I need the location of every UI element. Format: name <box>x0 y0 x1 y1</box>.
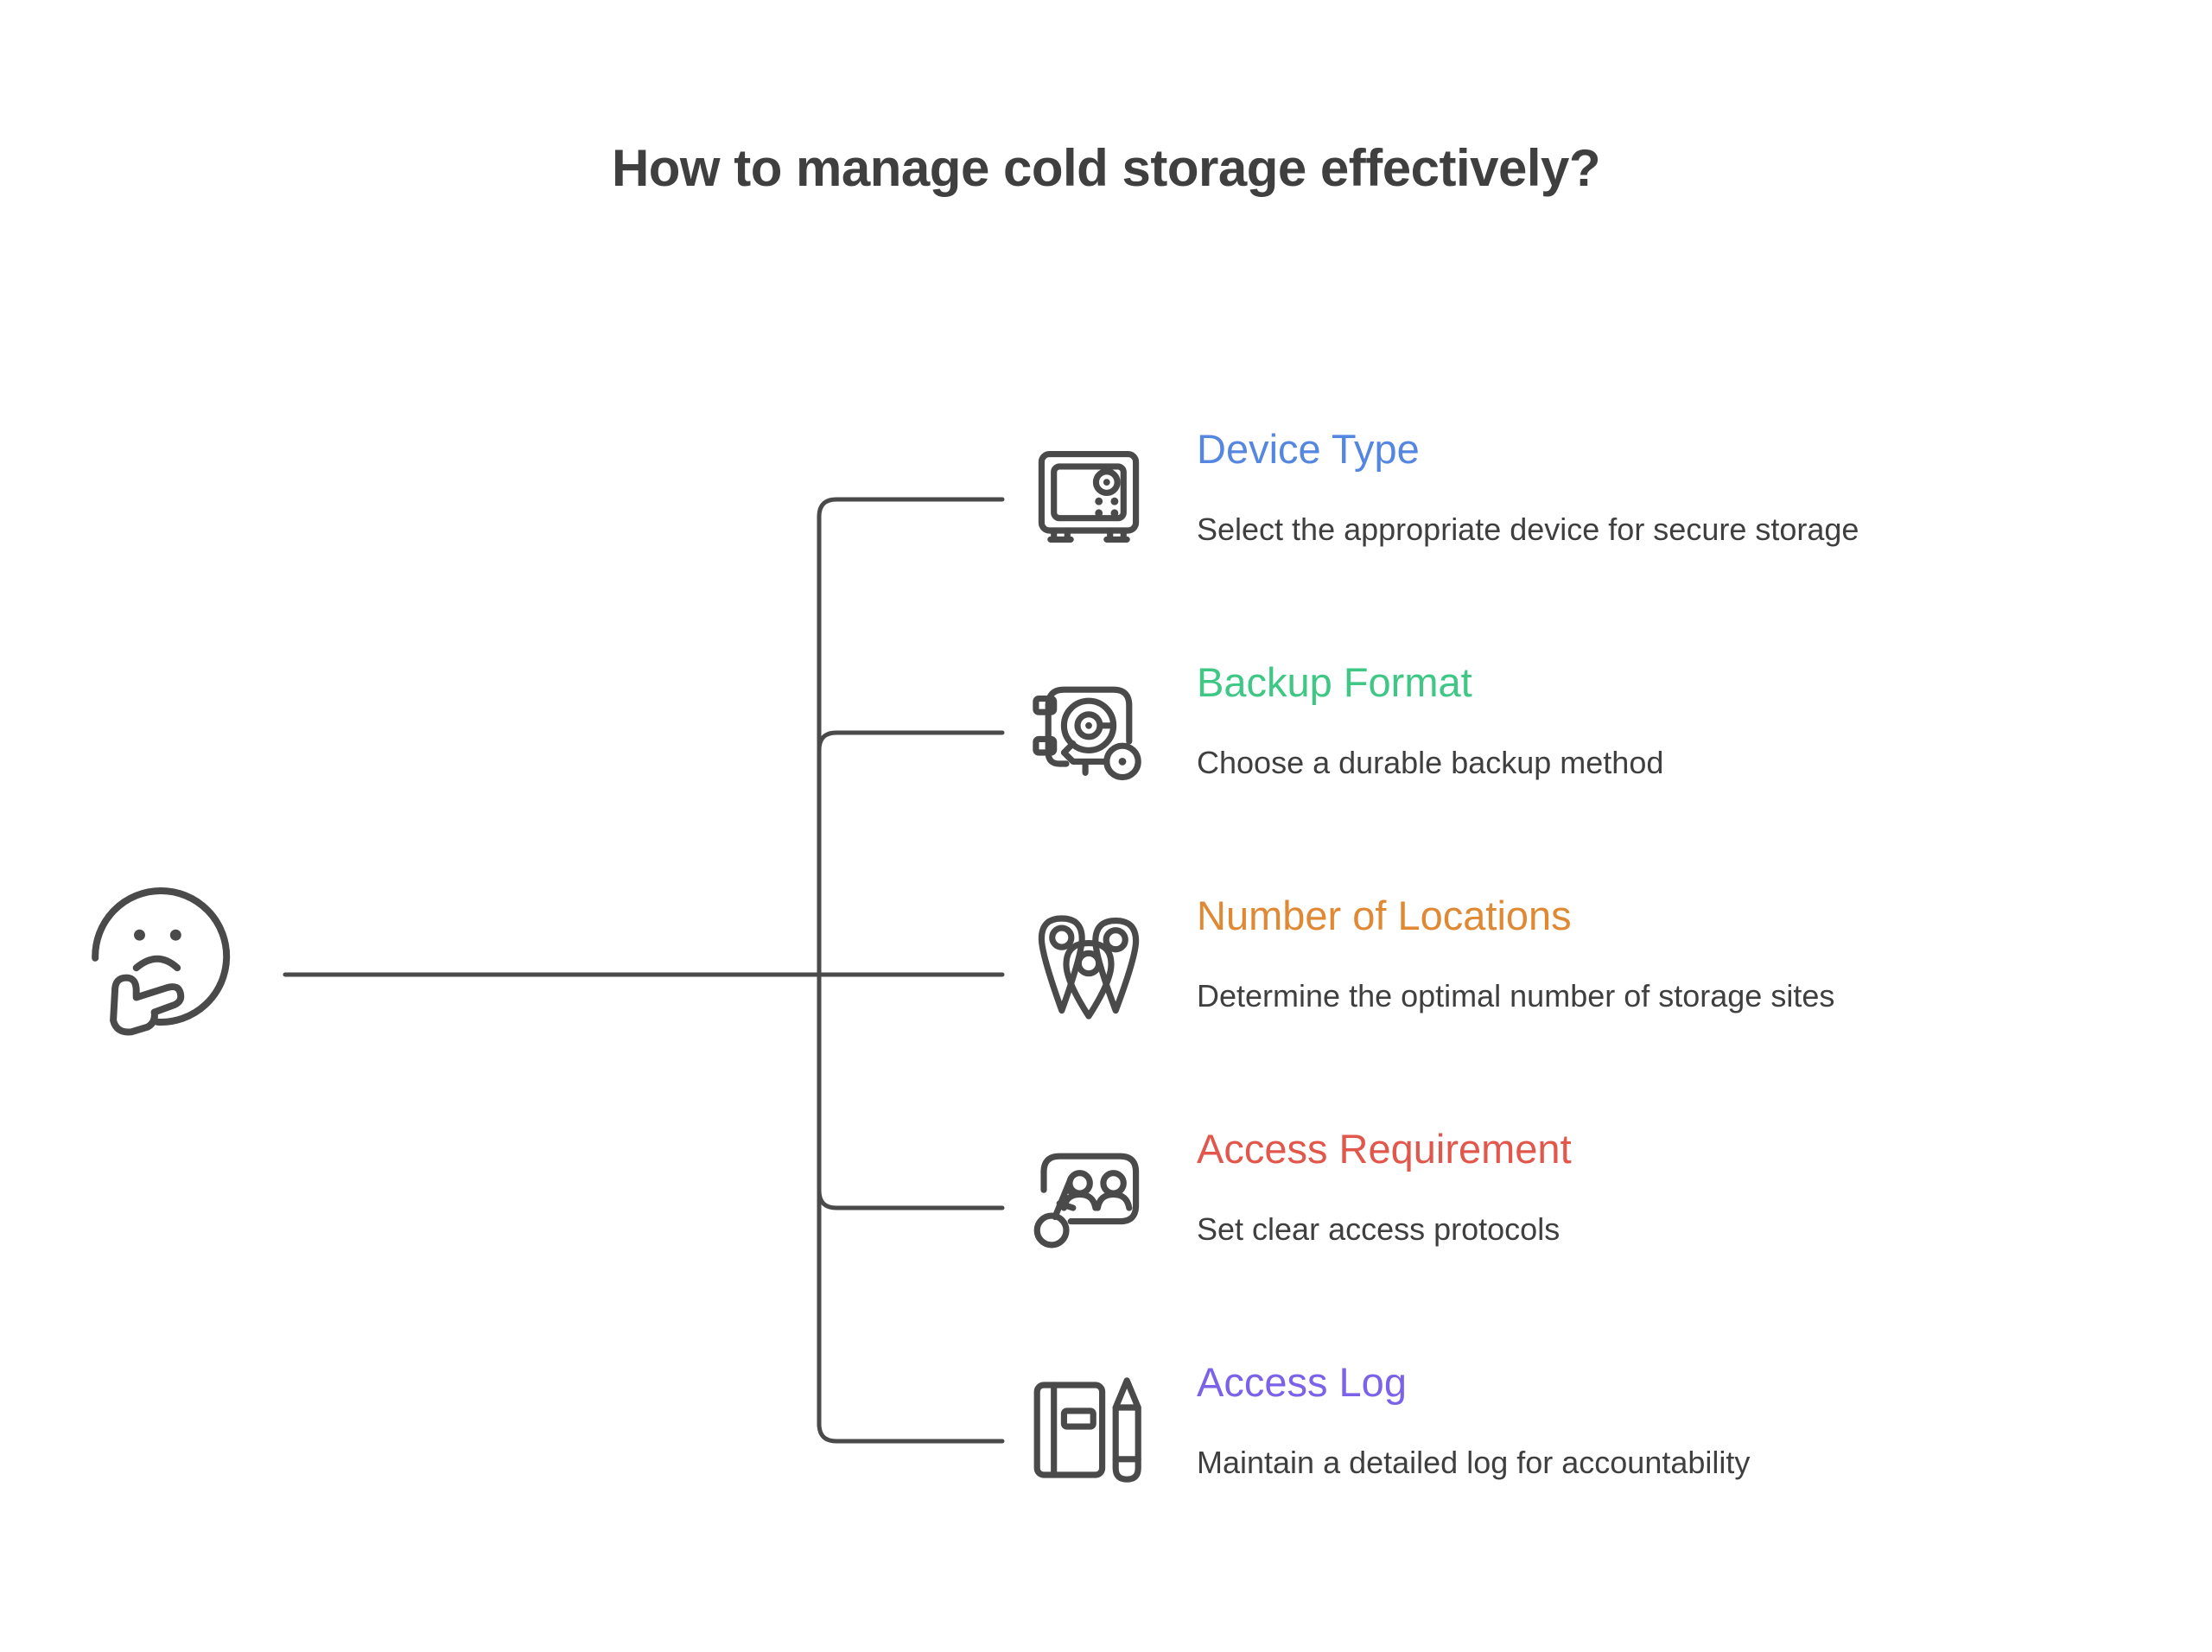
page-title: How to manage cold storage effectively? <box>611 139 1601 197</box>
branch-item-device-type[interactable]: Device Type Select the appropriate devic… <box>1033 425 2190 598</box>
branch-description: Maintain a detailed log for accountabili… <box>1197 1445 1751 1480</box>
branch-line-1 <box>817 730 1005 977</box>
safe-vault-icon <box>1038 451 1140 543</box>
branch-line-4 <box>817 972 1005 1444</box>
branch-description: Set clear access protocols <box>1197 1211 1560 1247</box>
branch-text-block: Access Requirement Set clear access prot… <box>1197 1125 2190 1245</box>
branch-label: Access Requirement <box>1197 1126 1572 1172</box>
branch-description: Select the appropriate device for secure… <box>1197 511 1859 547</box>
branch-text-block: Number of Locations Determine the optima… <box>1197 892 2190 1012</box>
map-pins-icon <box>1038 915 1140 1020</box>
thinking-face-icon <box>92 887 231 1036</box>
branch-text-block: Access Log Maintain a detailed log for a… <box>1197 1358 2190 1478</box>
branch-line-0 <box>817 497 1005 977</box>
branch-text-block: Backup Format Choose a durable backup me… <box>1197 658 2190 778</box>
branch-item-access-log[interactable]: Access Log Maintain a detailed log for a… <box>1033 1358 2190 1531</box>
branch-description: Choose a durable backup method <box>1197 745 1664 780</box>
branch-label: Backup Format <box>1197 659 1472 705</box>
branch-label: Number of Locations <box>1197 893 1572 938</box>
safe-with-key-icon <box>1033 686 1141 781</box>
branch-item-backup-format[interactable]: Backup Format Choose a durable backup me… <box>1033 658 2190 831</box>
branch-item-access-requirement[interactable]: Access Requirement Set clear access prot… <box>1033 1125 2190 1298</box>
branch-label: Device Type <box>1197 426 1420 472</box>
branch-text-block: Device Type Select the appropriate devic… <box>1197 425 2190 545</box>
branch-line-3 <box>817 972 1005 1210</box>
notebook-pencil-icon <box>1033 1377 1141 1483</box>
branch-item-number-of-locations[interactable]: Number of Locations Determine the optima… <box>1033 892 2190 1064</box>
access-card-key-icon <box>1033 1153 1140 1249</box>
branch-description: Determine the optimal number of storage … <box>1197 978 1835 1013</box>
branch-label: Access Log <box>1197 1359 1407 1405</box>
